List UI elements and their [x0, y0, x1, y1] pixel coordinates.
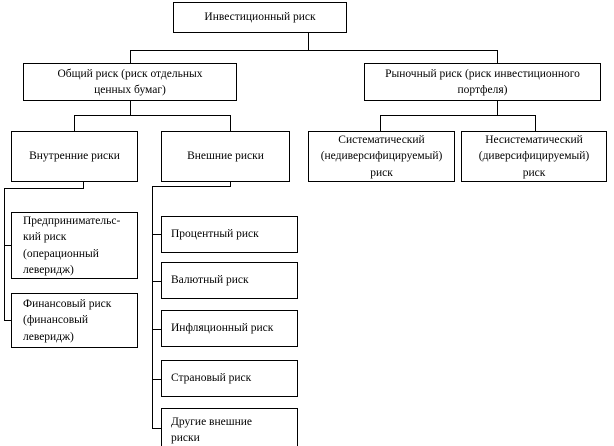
node-interest-rate-risk[interactable]: Процентный риск [161, 216, 298, 253]
connector-external-branch-3 [152, 329, 162, 330]
node-financial-risk[interactable]: Финансовый риск (финансовый леверидж) [11, 293, 138, 348]
node-external-risks[interactable]: Внешние риски [161, 131, 290, 182]
node-interest-rate-risk-label: Процентный риск [171, 228, 259, 241]
connector-general-bus [74, 115, 231, 116]
node-country-risk[interactable]: Страновый риск [161, 360, 298, 397]
node-unsystematic-risk-label: Несистематический (диверсифицируемый) ри… [478, 134, 590, 179]
connector-level2-left-drop [130, 50, 131, 64]
node-country-risk-label: Страновый риск [171, 372, 252, 385]
connector-internal-branch-2 [4, 320, 12, 321]
node-systematic-risk[interactable]: Систематический (недиверсифицируемый) ри… [308, 131, 455, 182]
connector-external-branch-4 [152, 379, 162, 380]
connector-root-stem [308, 33, 309, 51]
node-market-risk-label: Рыночный риск (риск инвестиционного порт… [385, 67, 580, 96]
connector-level2-right-drop [497, 50, 498, 64]
connector-general-stem [130, 101, 131, 116]
node-financial-risk-label: Финансовый риск (финансовый леверидж) [23, 298, 112, 343]
node-other-external-risks-label: Другие внешние риски [171, 415, 252, 444]
node-unsystematic-risk[interactable]: Несистематический (диверсифицируемый) ри… [461, 131, 607, 182]
connector-internal-spine [4, 188, 5, 321]
node-general-risk[interactable]: Общий риск (риск отдельных ценных бумаг) [23, 63, 237, 101]
node-entrepreneurial-risk-label: Предпринимательс- кий риск (операционный… [23, 214, 121, 276]
connector-external-branch-1 [152, 234, 162, 235]
node-general-risk-label: Общий риск (риск отдельных ценных бумаг) [57, 67, 203, 96]
connector-external-stem [230, 182, 231, 187]
connector-unsystematic-drop [535, 115, 536, 131]
connector-market-stem [497, 101, 498, 116]
connector-level2-bus [130, 50, 498, 51]
connector-external-drop [230, 115, 231, 131]
connector-internal-drop [74, 115, 75, 131]
connector-external-branch-2 [152, 281, 162, 282]
node-currency-risk[interactable]: Валютный риск [161, 262, 298, 299]
node-external-risks-label: Внешние риски [187, 150, 264, 163]
node-other-external-risks[interactable]: Другие внешние риски [161, 408, 298, 446]
node-internal-risks-label: Внутренние риски [29, 150, 120, 163]
connector-systematic-drop [380, 115, 381, 131]
connector-external-branch-5 [152, 428, 162, 429]
connector-external-elbow [152, 186, 231, 187]
connector-external-spine [152, 186, 153, 429]
node-inflation-risk-label: Инфляционный риск [171, 322, 274, 335]
node-root-label: Инвестиционный риск [204, 11, 316, 24]
node-entrepreneurial-risk[interactable]: Предпринимательс- кий риск (операционный… [11, 212, 138, 279]
node-inflation-risk[interactable]: Инфляционный риск [161, 310, 298, 347]
connector-internal-stem [83, 182, 84, 189]
node-market-risk[interactable]: Рыночный риск (риск инвестиционного порт… [364, 63, 601, 101]
connector-internal-elbow [4, 188, 84, 189]
node-internal-risks[interactable]: Внутренние риски [11, 131, 138, 182]
node-root[interactable]: Инвестиционный риск [173, 2, 347, 33]
node-systematic-risk-label: Систематический (недиверсифицируемый) ри… [320, 134, 443, 179]
connector-internal-branch-1 [4, 245, 12, 246]
connector-market-bus [380, 115, 535, 116]
node-currency-risk-label: Валютный риск [171, 274, 249, 287]
